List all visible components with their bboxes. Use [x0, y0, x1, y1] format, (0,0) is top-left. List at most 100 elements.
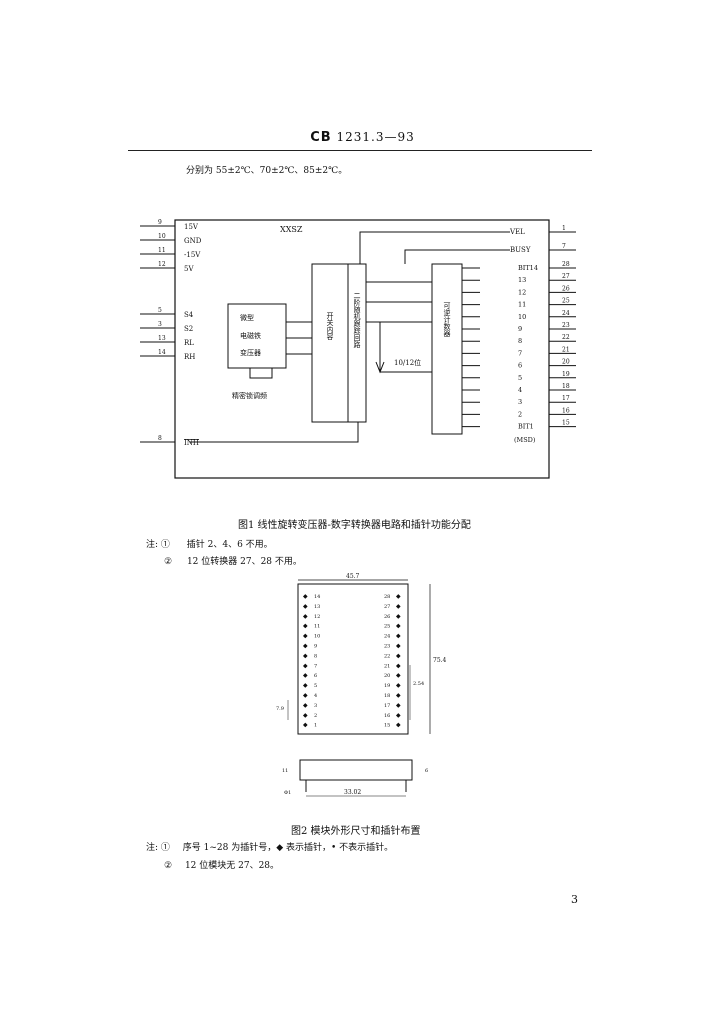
left-pin-label: RL — [184, 339, 194, 347]
bit-pin-num: 16 — [562, 407, 570, 414]
fig2-note-1-mark: 注: ① — [146, 843, 170, 853]
fig1-note-1-text: 插针 2、4、6 不用。 — [186, 540, 273, 550]
fig2-note-1: 注: ① 序号 1~28 为插针号，◆ 表示插针，• 不表示插针。 — [146, 840, 393, 853]
right-pin-label: VEL — [509, 228, 525, 236]
pin-marker: ◆ — [396, 682, 401, 689]
transformer-label-3: 变压器 — [240, 348, 261, 357]
pin-marker: ◆ — [303, 613, 308, 620]
bit-pin-num: 27 — [562, 273, 570, 280]
right-pin-number: 19 — [384, 683, 390, 689]
header-code: 1231.3—93 — [336, 130, 415, 144]
bit-pin-num: 17 — [562, 395, 570, 402]
left-pin-num: 13 — [158, 335, 166, 342]
left-pin-number: 3 — [314, 703, 317, 709]
right-pin-number: 23 — [384, 644, 390, 650]
pin-marker: ◆ — [303, 623, 308, 630]
page-number: 3 — [571, 893, 578, 906]
left-pin-num: 3 — [158, 321, 162, 328]
left-pin-number: 12 — [314, 614, 320, 620]
dim-h2: 6 — [425, 768, 428, 774]
switch-block — [311, 263, 349, 423]
left-pin-number: 5 — [314, 683, 317, 689]
bit-pin-num: 23 — [562, 322, 570, 329]
bit-label: 2 — [518, 410, 522, 418]
bit-pin-num: 24 — [562, 310, 570, 317]
pin-marker: ◆ — [303, 722, 308, 729]
figure-2-caption: 图2 模块外形尺寸和插针布置 — [291, 826, 421, 837]
right-pin-number: 18 — [384, 693, 390, 699]
right-pin-number: 27 — [384, 604, 390, 610]
dim-pitch: 2.54 — [413, 681, 424, 687]
left-pin-number: 10 — [314, 634, 320, 640]
module-body — [297, 583, 409, 735]
fig2-note-1-text: 序号 1~28 为插针号，◆ 表示插针，• 不表示插针。 — [182, 843, 394, 853]
dim-side: 7.9 — [276, 706, 284, 712]
pin-marker: ◆ — [396, 722, 401, 729]
pin-marker: ◆ — [396, 593, 401, 600]
left-pin-label: 5V — [184, 265, 194, 273]
figure-1-caption: 图1 线性旋转变压器-数字转换器电路和插针功能分配 — [238, 520, 471, 531]
left-pin-label: S4 — [184, 311, 194, 319]
block-vertical-label-1: 二阶随机跟踪回路 — [353, 292, 361, 349]
bit-label: 4 — [518, 386, 522, 394]
left-pin-number: 13 — [314, 604, 320, 610]
pin-marker: ◆ — [396, 662, 401, 669]
left-pin-number: 6 — [314, 673, 317, 679]
fig2-note-2-mark: ② — [164, 861, 173, 871]
right-pin-label: BUSY — [510, 246, 531, 254]
right-pin-number: 15 — [384, 723, 390, 729]
fig2-note-2-text: 12 位模块无 27、28。 — [184, 861, 280, 871]
left-pin-label: INH — [184, 439, 199, 447]
bit-label: BIT14 — [518, 264, 538, 272]
bit-pin-num: 26 — [562, 285, 570, 292]
module-outline — [174, 219, 550, 479]
bit-label: 6 — [518, 362, 522, 370]
pin-marker: ◆ — [303, 682, 308, 689]
bit-pin-num: 22 — [562, 334, 570, 341]
left-pin-label: 15V — [184, 223, 199, 231]
left-pin-num: 8 — [158, 435, 162, 442]
pin-layout: ◆14◆13◆12◆11◆10◆9◆8◆7◆6◆5◆4◆3◆2◆1◆15◆16◆… — [303, 593, 401, 729]
fig2-note-2: ② 12 位模块无 27、28。 — [164, 858, 279, 871]
page-header: CB 1231.3—93 — [0, 130, 725, 145]
bit-pin-num: 20 — [562, 359, 570, 366]
pin-marker: ◆ — [396, 692, 401, 699]
pin-marker: ◆ — [303, 712, 308, 719]
figure-2-outline: 45.7 75.4 2.54 7.9 ◆14◆13◆12◆11◆10◆9◆8◆7… — [276, 573, 447, 797]
right-pin-number: 20 — [384, 673, 390, 679]
dim-pin: Φ1 — [284, 790, 291, 796]
header-code-bold: CB — [310, 130, 332, 145]
pin-marker: ◆ — [396, 712, 401, 719]
side-view — [299, 759, 413, 781]
bit-pin-num: 21 — [562, 346, 570, 353]
pin-marker: ◆ — [303, 662, 308, 669]
dim-width: 45.7 — [346, 573, 360, 580]
pin-marker: ◆ — [303, 603, 308, 610]
bit-label: 7 — [518, 349, 522, 357]
pin-marker: ◆ — [303, 652, 308, 659]
bits-label: 10/12位 — [394, 358, 421, 367]
right-pins: 1VEL7BUSY28BIT14271326122511241023922821… — [462, 225, 576, 444]
bit-label: 8 — [518, 337, 522, 345]
pin-marker: ◆ — [396, 613, 401, 620]
dim-bottom: 33.02 — [344, 789, 361, 796]
left-pin-number: 1 — [314, 723, 317, 729]
block-vertical-label-2: 可逆计数器 — [443, 302, 451, 338]
left-pin-label: -15V — [184, 251, 201, 259]
bit-label: 12 — [518, 288, 526, 296]
pin-marker: ◆ — [396, 652, 401, 659]
left-pin-number: 4 — [314, 693, 317, 699]
pin-marker: ◆ — [303, 702, 308, 709]
fig1-note-2-mark: ② — [164, 557, 173, 567]
dim-height: 75.4 — [433, 657, 447, 664]
dim-h1: 11 — [282, 768, 288, 774]
left-pin-number: 11 — [314, 624, 320, 630]
left-pin-num: 5 — [158, 307, 162, 314]
left-pin-label: GND — [184, 237, 202, 245]
fig1-note-2: ② 12 位转换器 27、28 不用。 — [164, 554, 302, 567]
left-pin-number: 14 — [314, 594, 320, 600]
bit-pin-num: 15 — [562, 420, 570, 427]
right-pin-number: 28 — [384, 594, 390, 600]
header-rule — [128, 150, 592, 151]
